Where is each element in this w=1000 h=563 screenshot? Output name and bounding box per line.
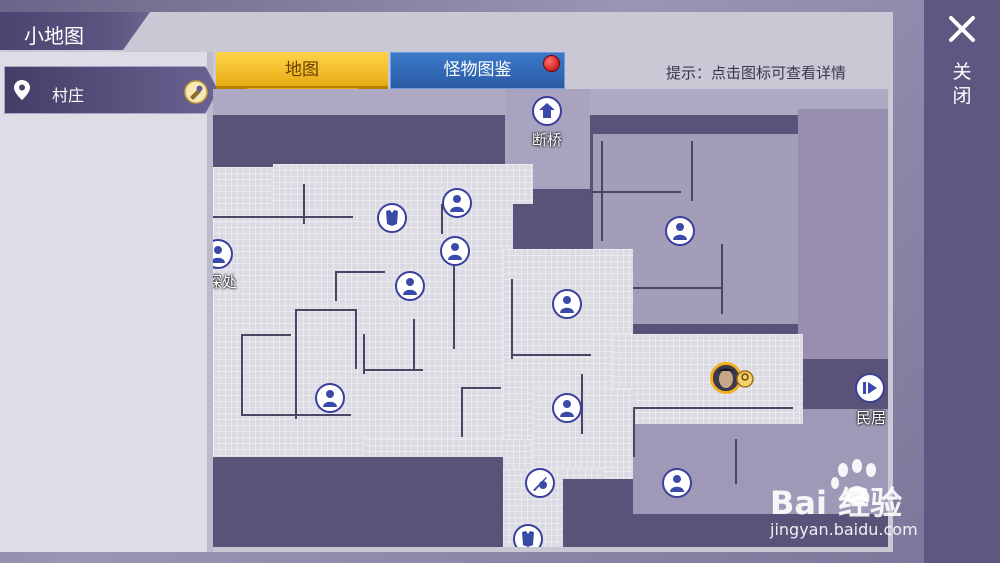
teleport-icon[interactable] <box>184 80 208 104</box>
watermark-url: jingyan.baidu.com <box>770 520 918 539</box>
map-wall <box>241 414 351 416</box>
map-wall <box>691 141 693 201</box>
tab-map[interactable]: 地图 <box>216 52 388 89</box>
map-wall <box>581 374 583 434</box>
close-button-label[interactable]: 关闭 <box>952 61 972 107</box>
npc-icon <box>213 246 225 263</box>
map-wall <box>295 309 297 419</box>
map-wall <box>441 204 443 234</box>
close-icon[interactable] <box>943 10 981 48</box>
sidebar <box>0 52 207 552</box>
map-lit-region <box>213 167 513 457</box>
npc-marker[interactable] <box>662 468 692 498</box>
bridge-icon <box>539 103 555 118</box>
npc-icon <box>560 296 574 313</box>
npc-icon <box>448 243 462 260</box>
map-lit-region <box>273 164 533 204</box>
npc-icon <box>450 195 464 212</box>
map-wall <box>355 309 357 369</box>
weapon-shop-icon <box>533 477 547 491</box>
player-face-icon <box>713 365 739 391</box>
exit-marker[interactable] <box>855 373 885 403</box>
npc-marker[interactable] <box>442 188 472 218</box>
weapon-shop-marker[interactable] <box>525 468 555 498</box>
map-label-residence: 民居 <box>856 409 887 427</box>
npc-marker[interactable] <box>552 289 582 319</box>
armor-shop-marker[interactable] <box>377 203 407 233</box>
map-wall <box>363 334 365 374</box>
map-wall <box>633 407 793 409</box>
sidebar-item-label: 村庄 <box>52 86 85 105</box>
map-lit-region <box>613 334 803 424</box>
npc-marker[interactable] <box>315 383 345 413</box>
npc-marker[interactable] <box>440 236 470 266</box>
armor-shop-icon <box>386 210 398 226</box>
map-wall <box>511 279 513 359</box>
npc-icon <box>403 278 417 295</box>
npc-marker[interactable] <box>665 216 695 246</box>
map-wall <box>721 244 723 314</box>
map-label-broken-bridge: 断桥 <box>532 131 563 149</box>
map-label-deep-place: 深处 <box>213 273 238 291</box>
watermark-brand: Bai 经验 <box>770 484 903 522</box>
map-wall <box>295 309 355 311</box>
map-wall <box>363 369 423 371</box>
exit-arrow-icon <box>863 382 877 394</box>
title-bar <box>0 12 150 50</box>
location-pin-icon <box>14 80 30 100</box>
npc-marker[interactable] <box>395 271 425 301</box>
hint-text: 提示：点击图标可查看详情 <box>666 64 847 82</box>
map-wall <box>735 439 737 484</box>
map-wall <box>335 271 385 273</box>
npc-icon <box>560 400 574 417</box>
map-wall <box>633 287 723 289</box>
map-wall <box>335 271 337 301</box>
window-title: 小地图 <box>24 24 84 48</box>
shop-marker[interactable] <box>513 524 543 547</box>
npc-icon <box>323 390 337 407</box>
map-wall <box>461 387 501 389</box>
sidebar-divider <box>207 52 213 552</box>
map-dark-region <box>213 457 503 547</box>
armor-shop-icon <box>522 531 534 547</box>
map-wall <box>511 354 591 356</box>
map-wall <box>241 334 291 336</box>
key-icon <box>736 370 754 388</box>
map-wall <box>241 334 243 414</box>
npc-marker[interactable] <box>213 239 233 269</box>
baidu-paw-logo <box>831 459 876 504</box>
map-wall <box>633 407 635 457</box>
map-lit-region <box>533 389 633 469</box>
npc-marker[interactable] <box>552 393 582 423</box>
sidebar-item-village[interactable] <box>4 66 218 114</box>
bridge-marker[interactable] <box>532 96 562 126</box>
map-wall <box>413 319 415 369</box>
map-shaded-region <box>798 109 888 359</box>
map-wall <box>591 191 681 193</box>
npc-icon <box>673 223 687 240</box>
close-column <box>924 0 1000 563</box>
map-wall <box>303 184 305 224</box>
tab-monster-guide[interactable]: 怪物图鉴 <box>390 52 565 89</box>
map-wall <box>453 249 455 349</box>
map-wall <box>213 216 353 218</box>
notification-dot <box>543 55 560 72</box>
map-view[interactable]: 断桥 深处 民居 <box>213 89 888 547</box>
map-wall <box>461 387 463 437</box>
npc-icon <box>670 475 684 492</box>
